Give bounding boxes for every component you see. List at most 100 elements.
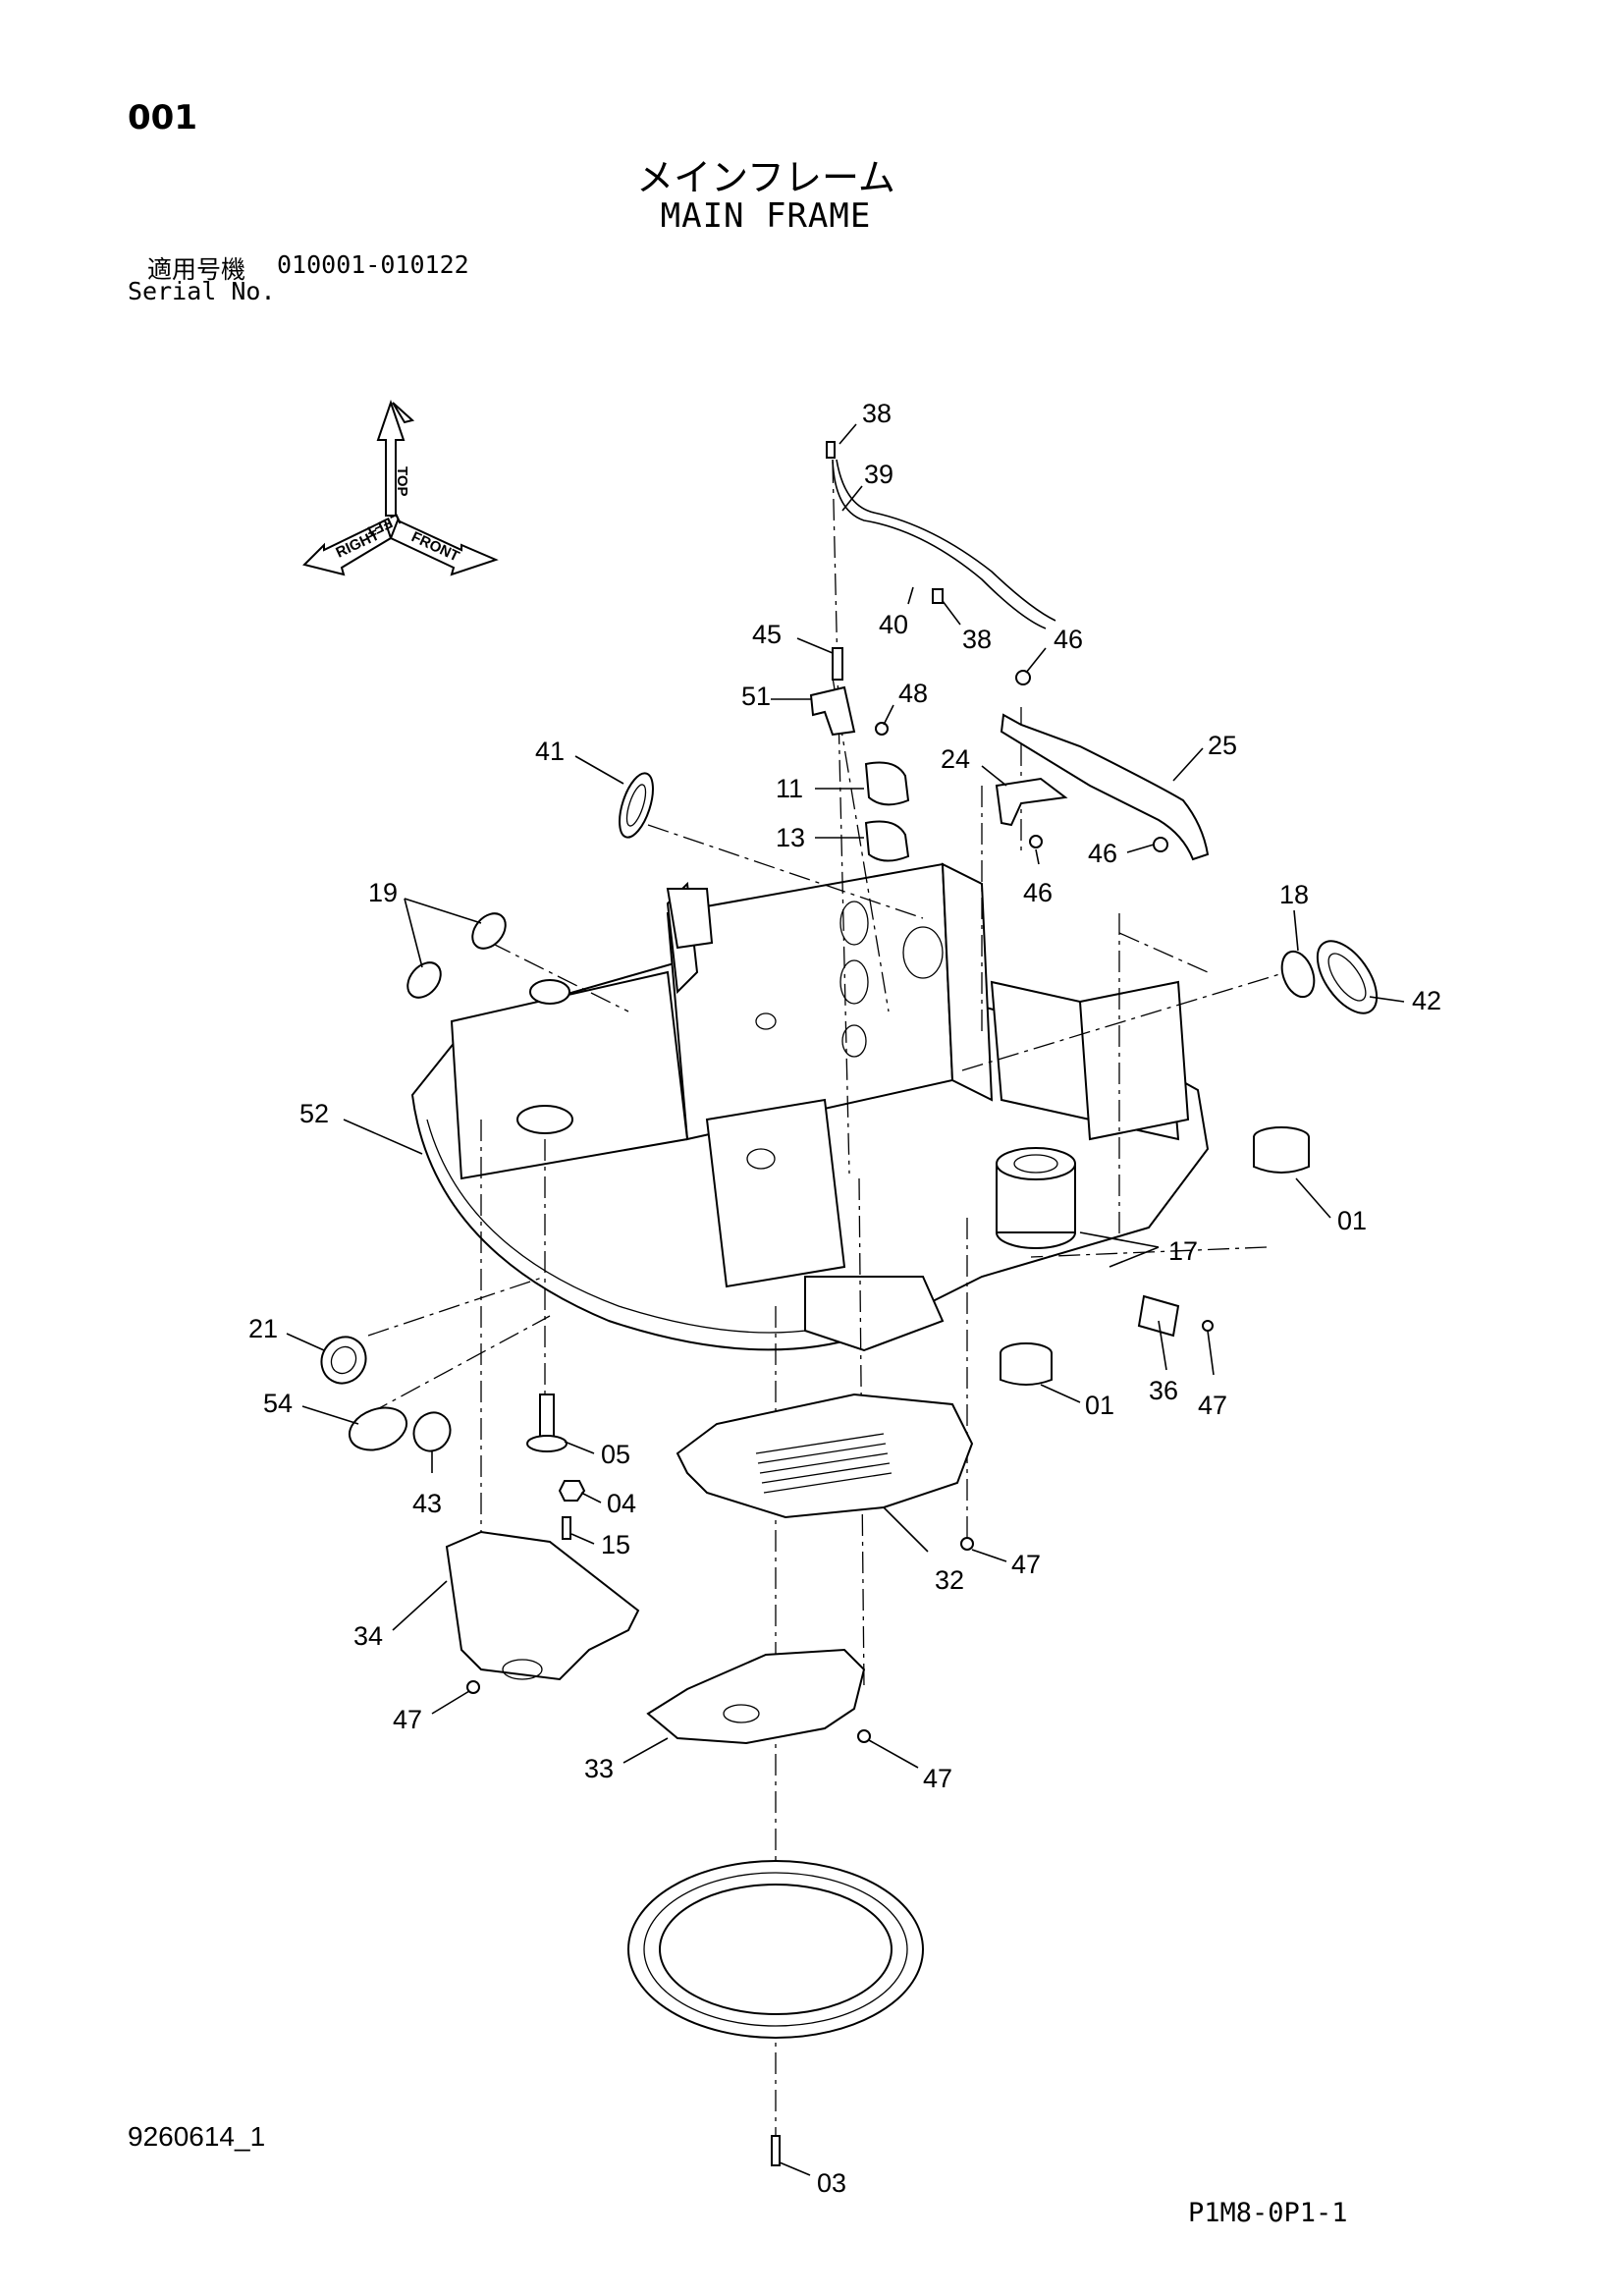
main-frame (410, 862, 1210, 1352)
grommet-19-a (471, 912, 507, 950)
cover-34 (445, 1530, 640, 1681)
callout-04: 04 (607, 1489, 636, 1518)
frame-hole-2 (839, 959, 869, 1005)
callout-43: 43 (412, 1489, 442, 1518)
grommet-21-inner (330, 1345, 357, 1375)
callout-38a: 38 (862, 399, 892, 428)
cover-11 (864, 761, 910, 806)
top-label: TOP (394, 466, 410, 497)
grommet-18 (1280, 950, 1316, 999)
bolt-46-right (1153, 837, 1168, 852)
leader-17a (1079, 1231, 1160, 1248)
frame-skid-front (804, 1276, 945, 1352)
leader-25 (1172, 747, 1204, 782)
line-bushing-01 (1030, 1246, 1268, 1258)
leader-lines (286, 423, 1405, 2176)
frame-hole-4 (902, 926, 944, 979)
frame-boss-left (529, 979, 570, 1005)
pin-05-shaft (539, 1394, 555, 1440)
grommet-42 (1316, 940, 1379, 1014)
leader-39 (841, 485, 863, 512)
line-cover-33 (858, 1177, 865, 1690)
callout-47d: 47 (923, 1764, 952, 1793)
swing-post-boss (996, 1147, 1076, 1249)
bushing-01-top-body (1253, 1137, 1310, 1174)
callout-19: 19 (368, 878, 398, 907)
bolt-15 (562, 1516, 571, 1540)
frame-lower-channel (705, 1098, 846, 1288)
serial-label-japanese: 適用号機 (147, 255, 246, 284)
cover-34-hole (502, 1659, 543, 1680)
grommet-19-b (406, 961, 442, 999)
leader-48 (883, 704, 894, 726)
bolt-45 (832, 647, 843, 681)
line-grommet-41 (647, 824, 924, 919)
cover-13 (864, 820, 910, 862)
callout-47c: 47 (393, 1705, 422, 1734)
leader-46c (1126, 844, 1155, 853)
callout-48: 48 (898, 679, 928, 708)
leader-45 (796, 637, 834, 654)
swing-bearing-bolt-circle (643, 1872, 908, 2027)
leader-41 (574, 755, 624, 785)
top-arrow (376, 399, 406, 517)
callout-45: 45 (752, 620, 782, 649)
leader-04 (580, 1492, 602, 1503)
top-arrow-shade (392, 402, 415, 424)
leader-38b (942, 600, 961, 626)
callout-47a: 47 (1198, 1391, 1227, 1420)
harness-connector-top (826, 441, 836, 459)
leader-46a (1025, 647, 1047, 674)
bolt-47-cover34 (466, 1680, 480, 1694)
frame-hole-6 (746, 1148, 776, 1170)
leader-01b (1040, 1384, 1081, 1403)
frame-hole-1 (839, 901, 869, 946)
callout-32: 32 (935, 1565, 964, 1595)
leader-03 (779, 2161, 811, 2176)
callout-41: 41 (535, 737, 565, 766)
bolt-47-cover33 (857, 1729, 871, 1743)
callout-11: 11 (776, 774, 803, 803)
leader-42 (1369, 996, 1405, 1003)
callout-46c: 46 (1088, 839, 1117, 868)
grommet-42-inner (1327, 953, 1367, 1002)
leader-47c (431, 1690, 470, 1715)
line-grommet-19 (490, 942, 629, 1012)
line-grommet-54 (367, 1315, 551, 1415)
serial-label-english: Serial No. (128, 277, 276, 305)
document-id: 9260614_1 (128, 2121, 266, 2152)
callout-13: 13 (776, 823, 805, 852)
frame-left-deck (450, 970, 689, 1180)
frame-center-plate-side (941, 862, 994, 1102)
callout-01b: 01 (1085, 1391, 1114, 1420)
right-arrow (302, 519, 393, 576)
grommet-21 (320, 1336, 367, 1385)
swing-bearing-inner (659, 1884, 893, 2015)
grommet-41 (619, 772, 654, 839)
grommet-54 (348, 1406, 408, 1451)
callout-54: 54 (263, 1389, 293, 1418)
page-number: 001 (128, 98, 197, 137)
front-arrow (389, 519, 499, 576)
leader-40 (907, 586, 914, 605)
leader-38a (839, 423, 857, 445)
nut-48 (875, 722, 889, 736)
frame-hole-5 (755, 1012, 777, 1030)
leader-47b (971, 1549, 1007, 1562)
leader-05 (564, 1441, 595, 1454)
pin-05-flange (526, 1435, 568, 1452)
callout-46a: 46 (1054, 625, 1083, 654)
callout-24: 24 (941, 744, 970, 774)
cover-32-grille (755, 1433, 893, 1494)
leader-36 (1158, 1320, 1167, 1371)
page-title-japanese: メインフレーム (636, 156, 895, 199)
line-grommet-18 (961, 971, 1287, 1071)
line-harness (832, 461, 850, 1175)
frame-deck-edge (426, 1119, 855, 1334)
swing-post-bore (1013, 1154, 1058, 1174)
callout-01a: 01 (1337, 1206, 1367, 1235)
callout-15: 15 (601, 1530, 630, 1559)
leader-34 (392, 1580, 448, 1631)
leader-52 (343, 1119, 423, 1155)
